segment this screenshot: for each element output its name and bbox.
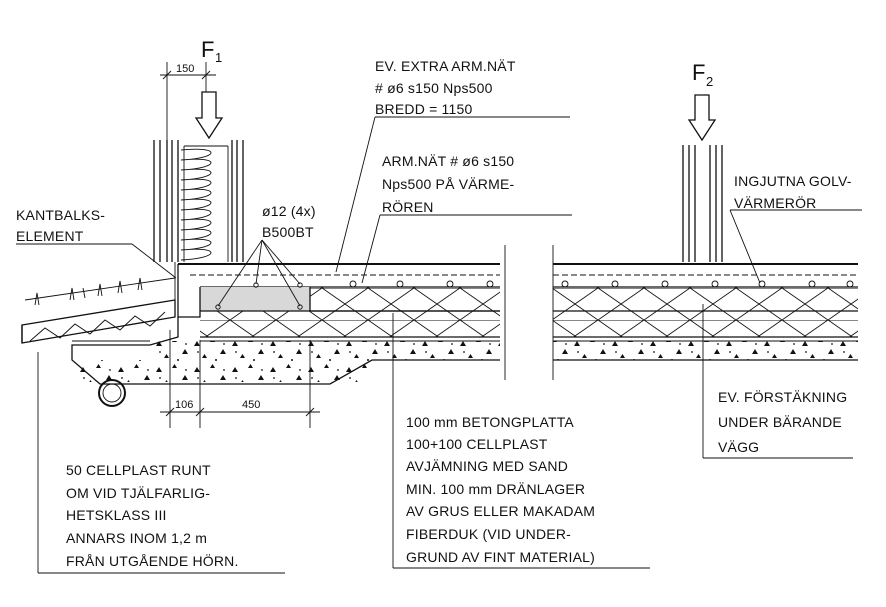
layers-line-3: AVJÄMNING MED SAND [406, 458, 568, 474]
f1-subscript: 1 [215, 50, 222, 65]
force-f2: F 2 [687, 60, 717, 142]
dimension-bottom: 106 450 [160, 330, 320, 428]
break-lines [504, 245, 554, 380]
dim-106: 106 [175, 399, 193, 411]
f1-label: F [201, 37, 214, 62]
layers-line-4: MIN. 100 mm DRÄNLAGER [406, 481, 585, 497]
layers-line-2: 100+100 CELLPLAST [406, 436, 548, 452]
rebar-line-1: ø12 (4x) [262, 203, 316, 219]
extra-mesh-line-1: EV. EXTRA ARM.NÄT [375, 58, 516, 74]
reinforcement-line-2: UNDER BÄRANDE [718, 414, 842, 430]
mesh-pipes-line-2: Nps500 PÅ VÄRME- [382, 176, 514, 192]
layers-line-7: GRUND AV FINT MATERIAL) [406, 549, 595, 565]
slab-left [71, 263, 500, 407]
label-rebar: ø12 (4x) B500BT [262, 203, 316, 240]
insulation-note-line-4: ANNARS INOM 1,2 m [66, 530, 207, 546]
insulation-note-line-1: 50 CELLPLAST RUNT [66, 462, 211, 478]
reinforcement-line-1: EV. FÖRSTÄKNING [718, 388, 847, 405]
mesh-pipes-line-1: ARM.NÄT # ø6 s150 [382, 153, 514, 169]
mesh-pipes-line-3: RÖREN [382, 198, 434, 215]
label-floor-heating: INGJUTNA GOLV- VÄRMERÖR [734, 173, 852, 211]
label-reinforcement: EV. FÖRSTÄKNING UNDER BÄRANDE VÄGG [718, 388, 847, 455]
grass-icon [34, 277, 143, 306]
label-mesh-on-pipes: ARM.NÄT # ø6 s150 Nps500 PÅ VÄRME- RÖREN [382, 153, 514, 215]
wall-insulation [180, 148, 212, 261]
dim-450: 450 [242, 399, 260, 411]
label-edge-element: KANTBALKS- ELEMENT [16, 207, 105, 244]
f2-subscript: 2 [706, 74, 713, 89]
force-f1: F 1 [194, 37, 224, 140]
label-layers: 100 mm BETONGPLATTA 100+100 CELLPLAST AV… [406, 414, 595, 565]
label-insulation-note: 50 CELLPLAST RUNT OM VID TJÄLFARLIG- HET… [66, 462, 239, 569]
label-extra-mesh: EV. EXTRA ARM.NÄT # ø6 s150 Nps500 BREDD… [375, 58, 516, 117]
edge-element-line-2: ELEMENT [16, 228, 84, 244]
leader-lines [16, 116, 862, 574]
insulation-note-line-3: HETSKLASS III [66, 507, 167, 523]
floor-heating-line-2: VÄRMERÖR [734, 194, 817, 211]
drain-pipe-icon [98, 379, 126, 407]
f1-arrow-icon [194, 91, 224, 140]
slab-right [553, 263, 858, 361]
layers-line-6: FIBERDUK (VID UNDER- [406, 526, 571, 542]
reinforcement-line-3: VÄGG [718, 439, 759, 455]
extra-mesh-line-2: # ø6 s150 Nps500 [375, 80, 493, 96]
layers-line-1: 100 mm BETONGPLATTA [406, 414, 574, 430]
dimension-wall-width: 150 [160, 62, 216, 140]
edge-element-line-1: KANTBALKS- [16, 207, 105, 223]
wall-1 [153, 140, 244, 262]
f2-label: F [692, 60, 705, 85]
wall-2 [682, 145, 723, 262]
ground-edge-element [21, 262, 176, 344]
floor-heating-line-1: INGJUTNA GOLV- [734, 173, 852, 189]
rebar-line-2: B500BT [262, 224, 314, 240]
layers-line-5: AV GRUS ELLER MAKADAM [406, 503, 595, 519]
f2-arrow-icon [687, 94, 717, 142]
insulation-note-line-5: FRÅN UTGÅENDE HÖRN. [66, 552, 239, 569]
dim-150: 150 [176, 63, 194, 75]
insulation-note-line-2: OM VID TJÄLFARLIG- [66, 485, 210, 501]
extra-mesh-line-3: BREDD = 1150 [375, 101, 472, 117]
